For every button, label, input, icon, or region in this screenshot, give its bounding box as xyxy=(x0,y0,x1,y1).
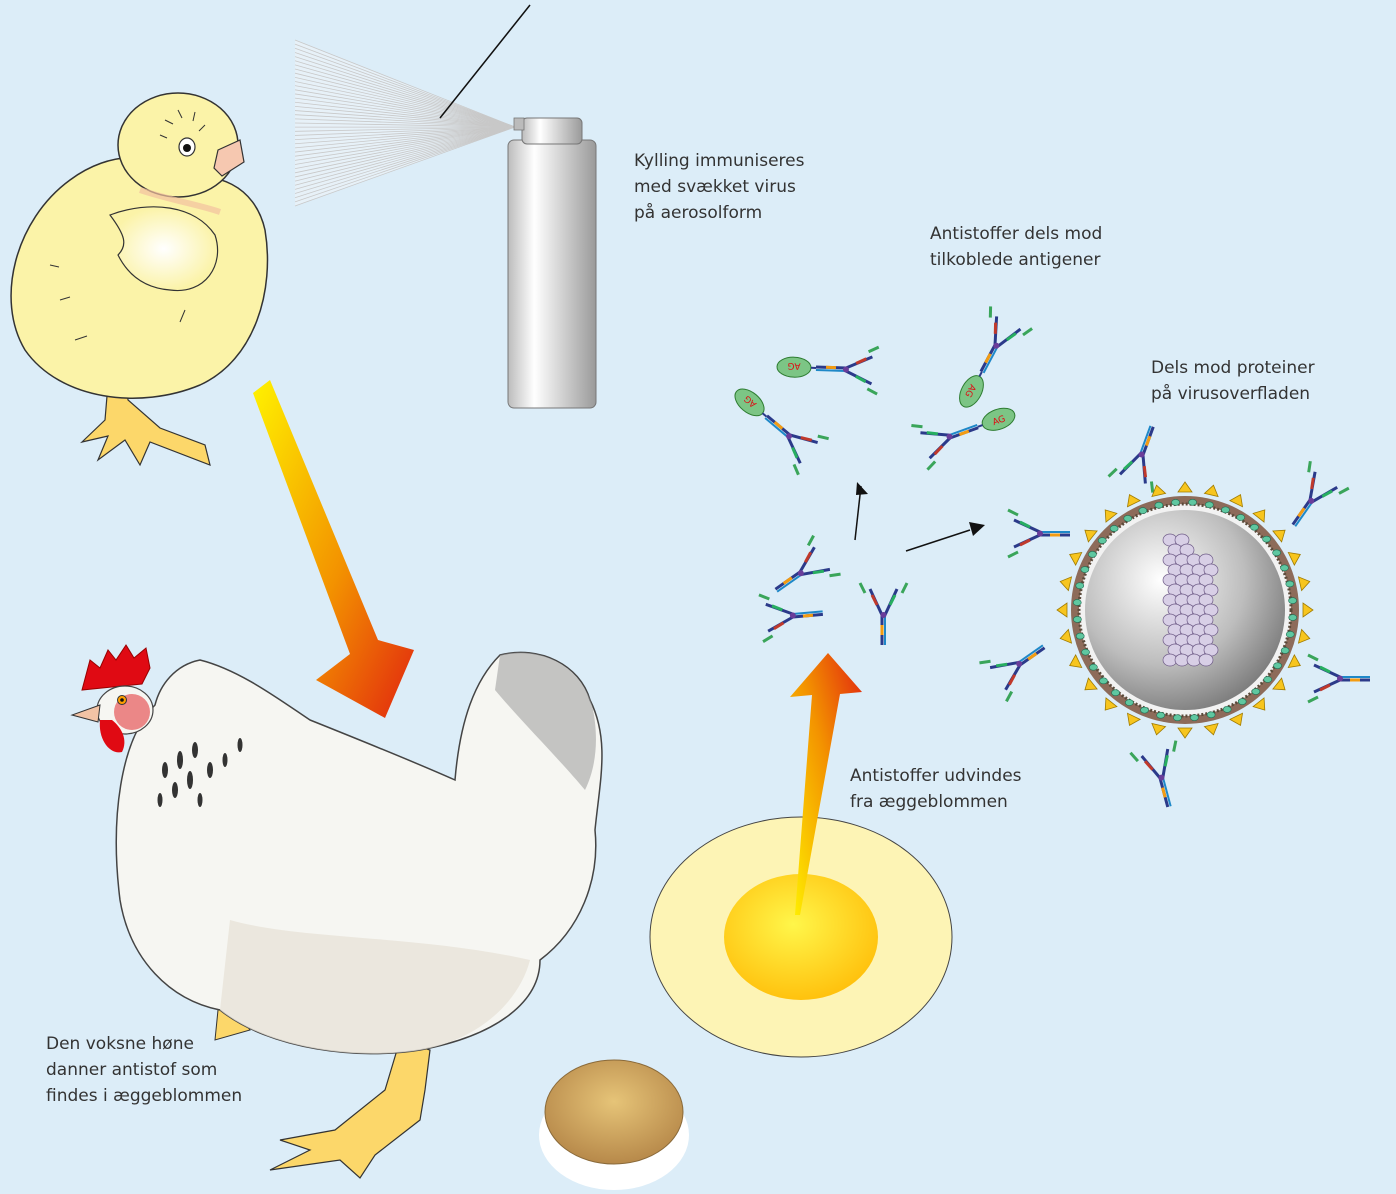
label-spray-line-2: med svækket virus xyxy=(634,174,804,200)
label-spray-line-3: på aerosolform xyxy=(634,200,804,226)
label-tagged-antibodies: Antistoffer dels mod tilkoblede antigene… xyxy=(930,221,1102,273)
antibody-with-antigen: AG xyxy=(943,306,1032,417)
antibody xyxy=(1308,655,1370,702)
label-tagged-line-2: tilkoblede antigener xyxy=(930,247,1102,273)
label-tagged-line-1: Antistoffer dels mod xyxy=(930,221,1102,247)
label-virus-antibodies: Dels mod proteiner på virusoverfladen xyxy=(1151,355,1315,407)
label-extract-line-1: Antistoffer udvindes xyxy=(850,763,1022,789)
antibody xyxy=(860,583,907,645)
virus-particle xyxy=(1057,482,1313,738)
antibody-with-antigen: AG xyxy=(721,374,829,475)
label-spray-line-1: Kylling immuniseres xyxy=(634,148,804,174)
antibody xyxy=(979,627,1057,701)
label-extraction: Antistoffer udvindes fra æggeblommen xyxy=(850,763,1022,815)
spray-mist xyxy=(295,5,530,206)
antibody xyxy=(1109,418,1174,492)
egg xyxy=(539,1060,689,1190)
arrows xyxy=(855,482,985,551)
antibody-with-antigen: AG xyxy=(776,344,879,394)
label-spray: Kylling immuniseres med svækket virus på… xyxy=(634,148,804,226)
label-hen-line-2: danner antistof som xyxy=(46,1057,242,1083)
antibody xyxy=(1275,461,1349,539)
label-hen-line-3: findes i æggeblommen xyxy=(46,1083,242,1109)
antibody xyxy=(1008,510,1070,557)
label-virus-line-1: Dels mod proteiner xyxy=(1151,355,1315,381)
aerosol-can xyxy=(508,118,596,408)
label-extract-line-2: fra æggeblommen xyxy=(850,789,1022,815)
antibody xyxy=(763,536,841,610)
antibody xyxy=(759,589,825,641)
label-virus-line-2: på virusoverfladen xyxy=(1151,381,1315,407)
arrow-chick-to-hen xyxy=(253,380,414,718)
label-hen-line-1: Den voksne høne xyxy=(46,1031,242,1057)
chick xyxy=(11,93,267,465)
antibody xyxy=(1130,741,1191,813)
svg-text:AG: AG xyxy=(787,360,800,370)
label-hen: Den voksne høne danner antistof som find… xyxy=(46,1031,242,1109)
